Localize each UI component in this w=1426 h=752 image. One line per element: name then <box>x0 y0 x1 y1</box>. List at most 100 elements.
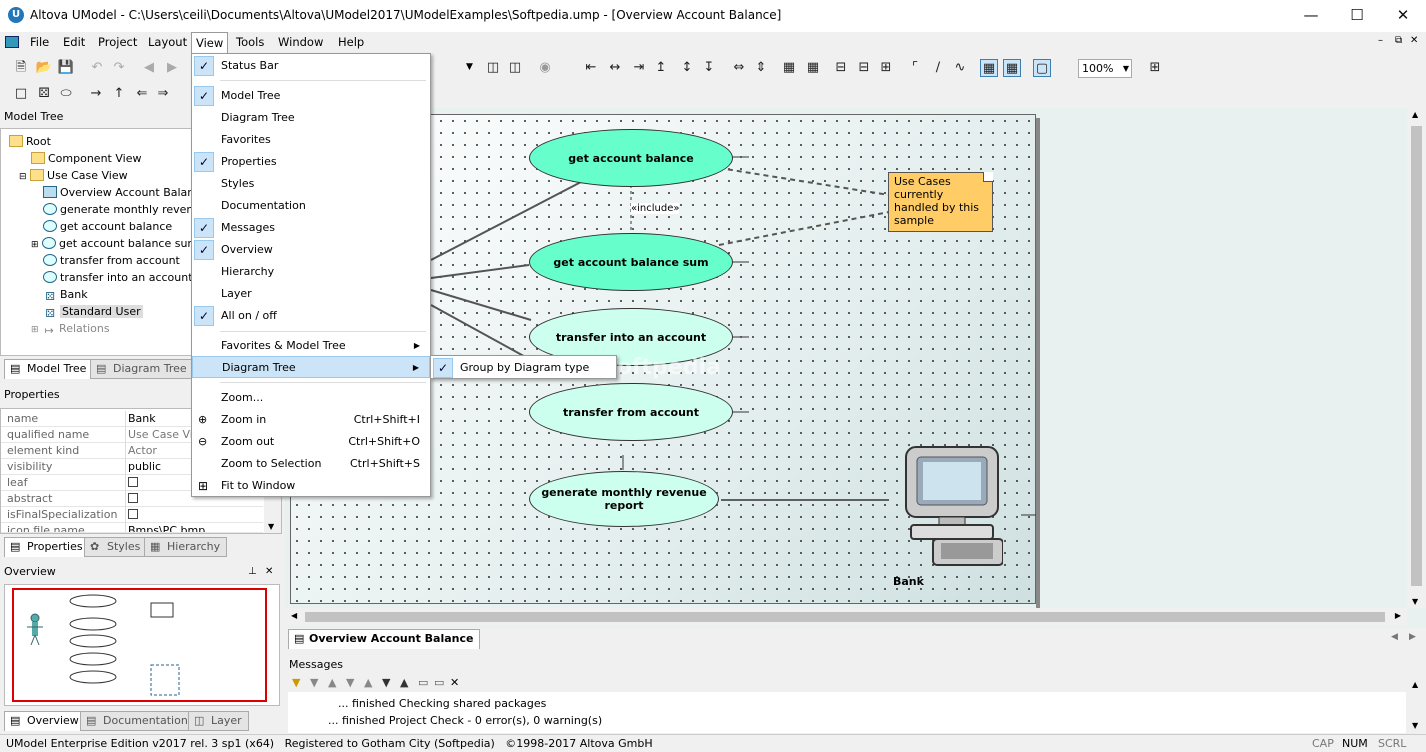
menu-item-all-on-off[interactable]: ✓All on / off <box>192 305 430 327</box>
usecase-generate-monthly-revenue[interactable]: generate monthly revenue report <box>529 471 719 527</box>
next-icon[interactable]: ▲ <box>328 676 337 689</box>
maximize-button[interactable]: ☐ <box>1350 6 1364 24</box>
tree-item-transfer-from[interactable]: transfer from account <box>43 252 180 269</box>
tab-styles[interactable]: ✿Styles <box>84 537 148 557</box>
tree-item-standard-user[interactable]: ⚄Standard User <box>43 303 143 320</box>
bank-actor[interactable] <box>903 445 1004 569</box>
back-icon[interactable]: ◀ <box>144 60 154 75</box>
property-row[interactable]: abstract <box>1 491 263 507</box>
mdi-close-icon[interactable]: ✕ <box>1410 35 1419 46</box>
align-center-icon[interactable]: ↔ <box>609 60 621 75</box>
menu-item-diagram-tree[interactable]: Diagram Tree <box>192 107 430 129</box>
same-size-icon[interactable]: ▦ <box>782 60 796 75</box>
globe-icon[interactable]: ◉ <box>539 60 551 75</box>
abstract-checkbox[interactable] <box>128 493 138 503</box>
tree-item-use-case-view[interactable]: ⊟ Use Case View <box>19 169 128 182</box>
property-value[interactable]: Bmps\PC.bmp <box>125 523 263 532</box>
menu-item-status-bar[interactable]: ✓Status Bar <box>192 55 430 77</box>
usecase-get-account-balance[interactable]: get account balance <box>529 129 733 187</box>
scroll-thumb[interactable] <box>1411 126 1422 586</box>
tab-scroll-left-icon[interactable]: ◀ <box>1391 632 1398 642</box>
forward-icon[interactable]: ▶ <box>167 60 177 75</box>
pointer-icon[interactable]: □ <box>14 86 28 101</box>
property-row[interactable]: isFinalSpecialization <box>1 507 263 523</box>
minimize-button[interactable]: — <box>1303 6 1319 24</box>
minus-box-icon[interactable]: ⊟ <box>835 60 847 75</box>
copy-all-icon[interactable]: ▭ <box>434 676 445 689</box>
note[interactable]: Use Cases currently handled by this samp… <box>888 172 993 232</box>
property-value[interactable]: Bank <box>125 411 263 427</box>
property-value[interactable]: public <box>125 459 263 475</box>
fit-window-icon[interactable]: ⊞ <box>1149 60 1161 75</box>
overview-close-icon[interactable]: ✕ <box>265 566 274 577</box>
tab-hierarchy[interactable]: ▦Hierarchy <box>144 537 228 557</box>
menu-tools[interactable]: Tools <box>236 35 265 49</box>
menu-item-hierarchy[interactable]: Hierarchy <box>192 261 430 283</box>
page-icon[interactable]: ▢ <box>1033 59 1051 77</box>
menu-edit[interactable]: Edit <box>63 35 86 49</box>
menu-help[interactable]: Help <box>338 35 365 49</box>
tree-item-bank[interactable]: ⚄Bank <box>43 286 87 303</box>
prev-icon[interactable]: ▼ <box>310 676 319 689</box>
open-icon[interactable]: 📂 <box>35 60 53 75</box>
copy-icon[interactable]: ▭ <box>418 676 429 689</box>
menu-item-fit-window[interactable]: ⊞Fit to Window <box>192 475 430 497</box>
tab-overview-account-balance[interactable]: ▤Overview Account Balance <box>288 629 481 649</box>
menu-item-diagram-tree-submenu[interactable]: Diagram Tree▶ <box>192 356 430 378</box>
menu-item-model-tree[interactable]: ✓Model Tree <box>192 85 430 107</box>
tree-item-get-account-balance-sum[interactable]: ⊞ get account balance sum <box>31 237 199 250</box>
submenu-item-group-by-type[interactable]: ✓Group by Diagram type <box>431 357 616 379</box>
redo-icon[interactable]: ↷ <box>113 60 125 75</box>
extend-tool-icon[interactable]: ⇒ <box>157 86 169 101</box>
line-orthogonal-icon[interactable]: ⌜ <box>911 60 919 75</box>
collapse-icon[interactable]: ▲ <box>400 676 409 689</box>
property-row[interactable]: leaf <box>1 475 263 491</box>
scroll-down-icon[interactable]: ▼ <box>1412 721 1419 730</box>
menu-item-styles[interactable]: Styles <box>192 173 430 195</box>
filter-icon[interactable]: ▼ <box>292 676 301 689</box>
scroll-thumb[interactable] <box>305 612 1385 622</box>
tab-diagram-tree[interactable]: ▤Diagram Tree <box>90 359 194 379</box>
canvas-vscrollbar[interactable]: ▲ ▼ <box>1407 108 1426 608</box>
overview-pane[interactable] <box>4 584 280 706</box>
menu-item-documentation[interactable]: Documentation <box>192 195 430 217</box>
menu-item-properties[interactable]: ✓Properties <box>192 151 430 173</box>
new-icon[interactable]: 🗎 <box>15 60 27 75</box>
usecase-get-account-balance-sum[interactable]: get account balance sum <box>529 233 733 291</box>
menu-item-overview[interactable]: ✓Overview <box>192 239 430 261</box>
usecase-tool-icon[interactable]: ⬭ <box>60 86 72 101</box>
canvas-hscrollbar[interactable]: ◀ ▶ <box>285 608 1407 626</box>
menu-item-messages[interactable]: ✓Messages <box>192 217 430 239</box>
expand-icon[interactable]: ▼ <box>382 676 391 689</box>
association-tool-icon[interactable]: → <box>90 86 102 101</box>
snap-grid-icon[interactable]: ▦ <box>1003 59 1021 77</box>
tab-layer[interactable]: ◫Layer <box>188 711 249 731</box>
menu-item-favorites-model-tree[interactable]: Favorites & Model Tree▶ <box>192 335 430 357</box>
tab-model-tree[interactable]: ▤Model Tree <box>4 359 94 379</box>
undo-icon[interactable]: ↶ <box>91 60 103 75</box>
tab-overview[interactable]: ▤Overview <box>4 711 86 731</box>
scroll-down-icon[interactable]: ▼ <box>1412 597 1419 606</box>
scroll-right-icon[interactable]: ▶ <box>1394 611 1401 620</box>
spacing-icon[interactable]: ▦ <box>806 60 820 75</box>
align-right-icon[interactable]: ⇥ <box>633 60 645 75</box>
tab-properties[interactable]: ▤Properties <box>4 537 90 557</box>
binoculars-icon[interactable]: ◫ <box>486 60 500 75</box>
dropdown-arrow-icon[interactable]: ▼ <box>466 62 473 72</box>
menu-view[interactable]: View <box>191 32 229 53</box>
grid-icon[interactable]: ▦ <box>980 59 998 77</box>
tab-scroll-right-icon[interactable]: ▶ <box>1409 632 1416 642</box>
pin-icon[interactable]: ⊥ <box>248 566 257 577</box>
actor-tool-icon[interactable]: ⚄ <box>38 86 50 101</box>
scroll-up-icon[interactable]: ▲ <box>1412 680 1419 689</box>
align-middle-icon[interactable]: ↕ <box>681 60 693 75</box>
menu-item-layer[interactable]: Layer <box>192 283 430 305</box>
